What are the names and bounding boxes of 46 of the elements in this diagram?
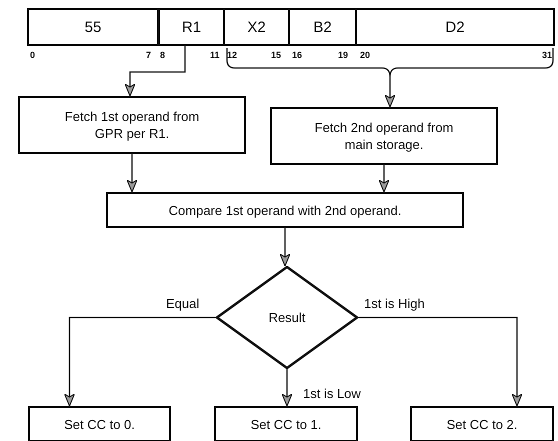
step-text: Set CC to 0. (63, 416, 136, 432)
step-text: Set CC to 1. (250, 416, 322, 432)
arrow (384, 77, 396, 108)
process-box (106, 192, 464, 228)
arrow (126, 154, 138, 192)
bit-number: 20 (360, 50, 370, 60)
arrow (124, 46, 186, 96)
process-box (18, 96, 246, 154)
format-field (27, 8, 159, 46)
step-text: Set CC to 2. (446, 416, 518, 432)
bit-number: 19 (338, 50, 348, 60)
arrow (64, 316, 216, 406)
arrow (282, 369, 292, 406)
arrow (280, 228, 290, 266)
format-field (355, 8, 555, 46)
step-text: Fetch 2nd operand from main storage. (314, 119, 454, 153)
arrow (378, 165, 390, 192)
edge-label: 1st is High (362, 296, 427, 310)
edge-label: Equal (164, 296, 202, 310)
bit-number: 8 (160, 50, 166, 60)
bit-number: 31 (542, 50, 552, 60)
format-field (158, 8, 225, 46)
decision-label: Result (268, 309, 306, 326)
brace-bracket (226, 48, 554, 77)
arrow (358, 316, 522, 406)
bit-number: 16 (292, 50, 302, 60)
step-text: Fetch 1st operand from GPR per R1. (64, 108, 200, 142)
bit-number: 7 (146, 50, 152, 60)
process-box (410, 406, 554, 441)
field-name: X2 (246, 18, 267, 36)
bit-number: 12 (227, 50, 238, 60)
bit-number: 15 (271, 50, 282, 60)
process-box (270, 107, 498, 165)
field-name: B2 (312, 18, 333, 36)
process-box (28, 406, 171, 441)
format-field (223, 8, 290, 46)
process-box (214, 406, 358, 441)
field-name: 55 (84, 18, 102, 36)
field-name: D2 (444, 18, 466, 36)
bit-number: 0 (30, 50, 36, 60)
bit-number: 11 (210, 50, 220, 60)
step-text: Compare 1st operand with 2nd operand. (168, 202, 402, 218)
edge-label: 1st is Low (301, 386, 363, 401)
format-field (288, 8, 357, 46)
decision-diamond (216, 266, 358, 369)
field-name: R1 (180, 18, 202, 36)
